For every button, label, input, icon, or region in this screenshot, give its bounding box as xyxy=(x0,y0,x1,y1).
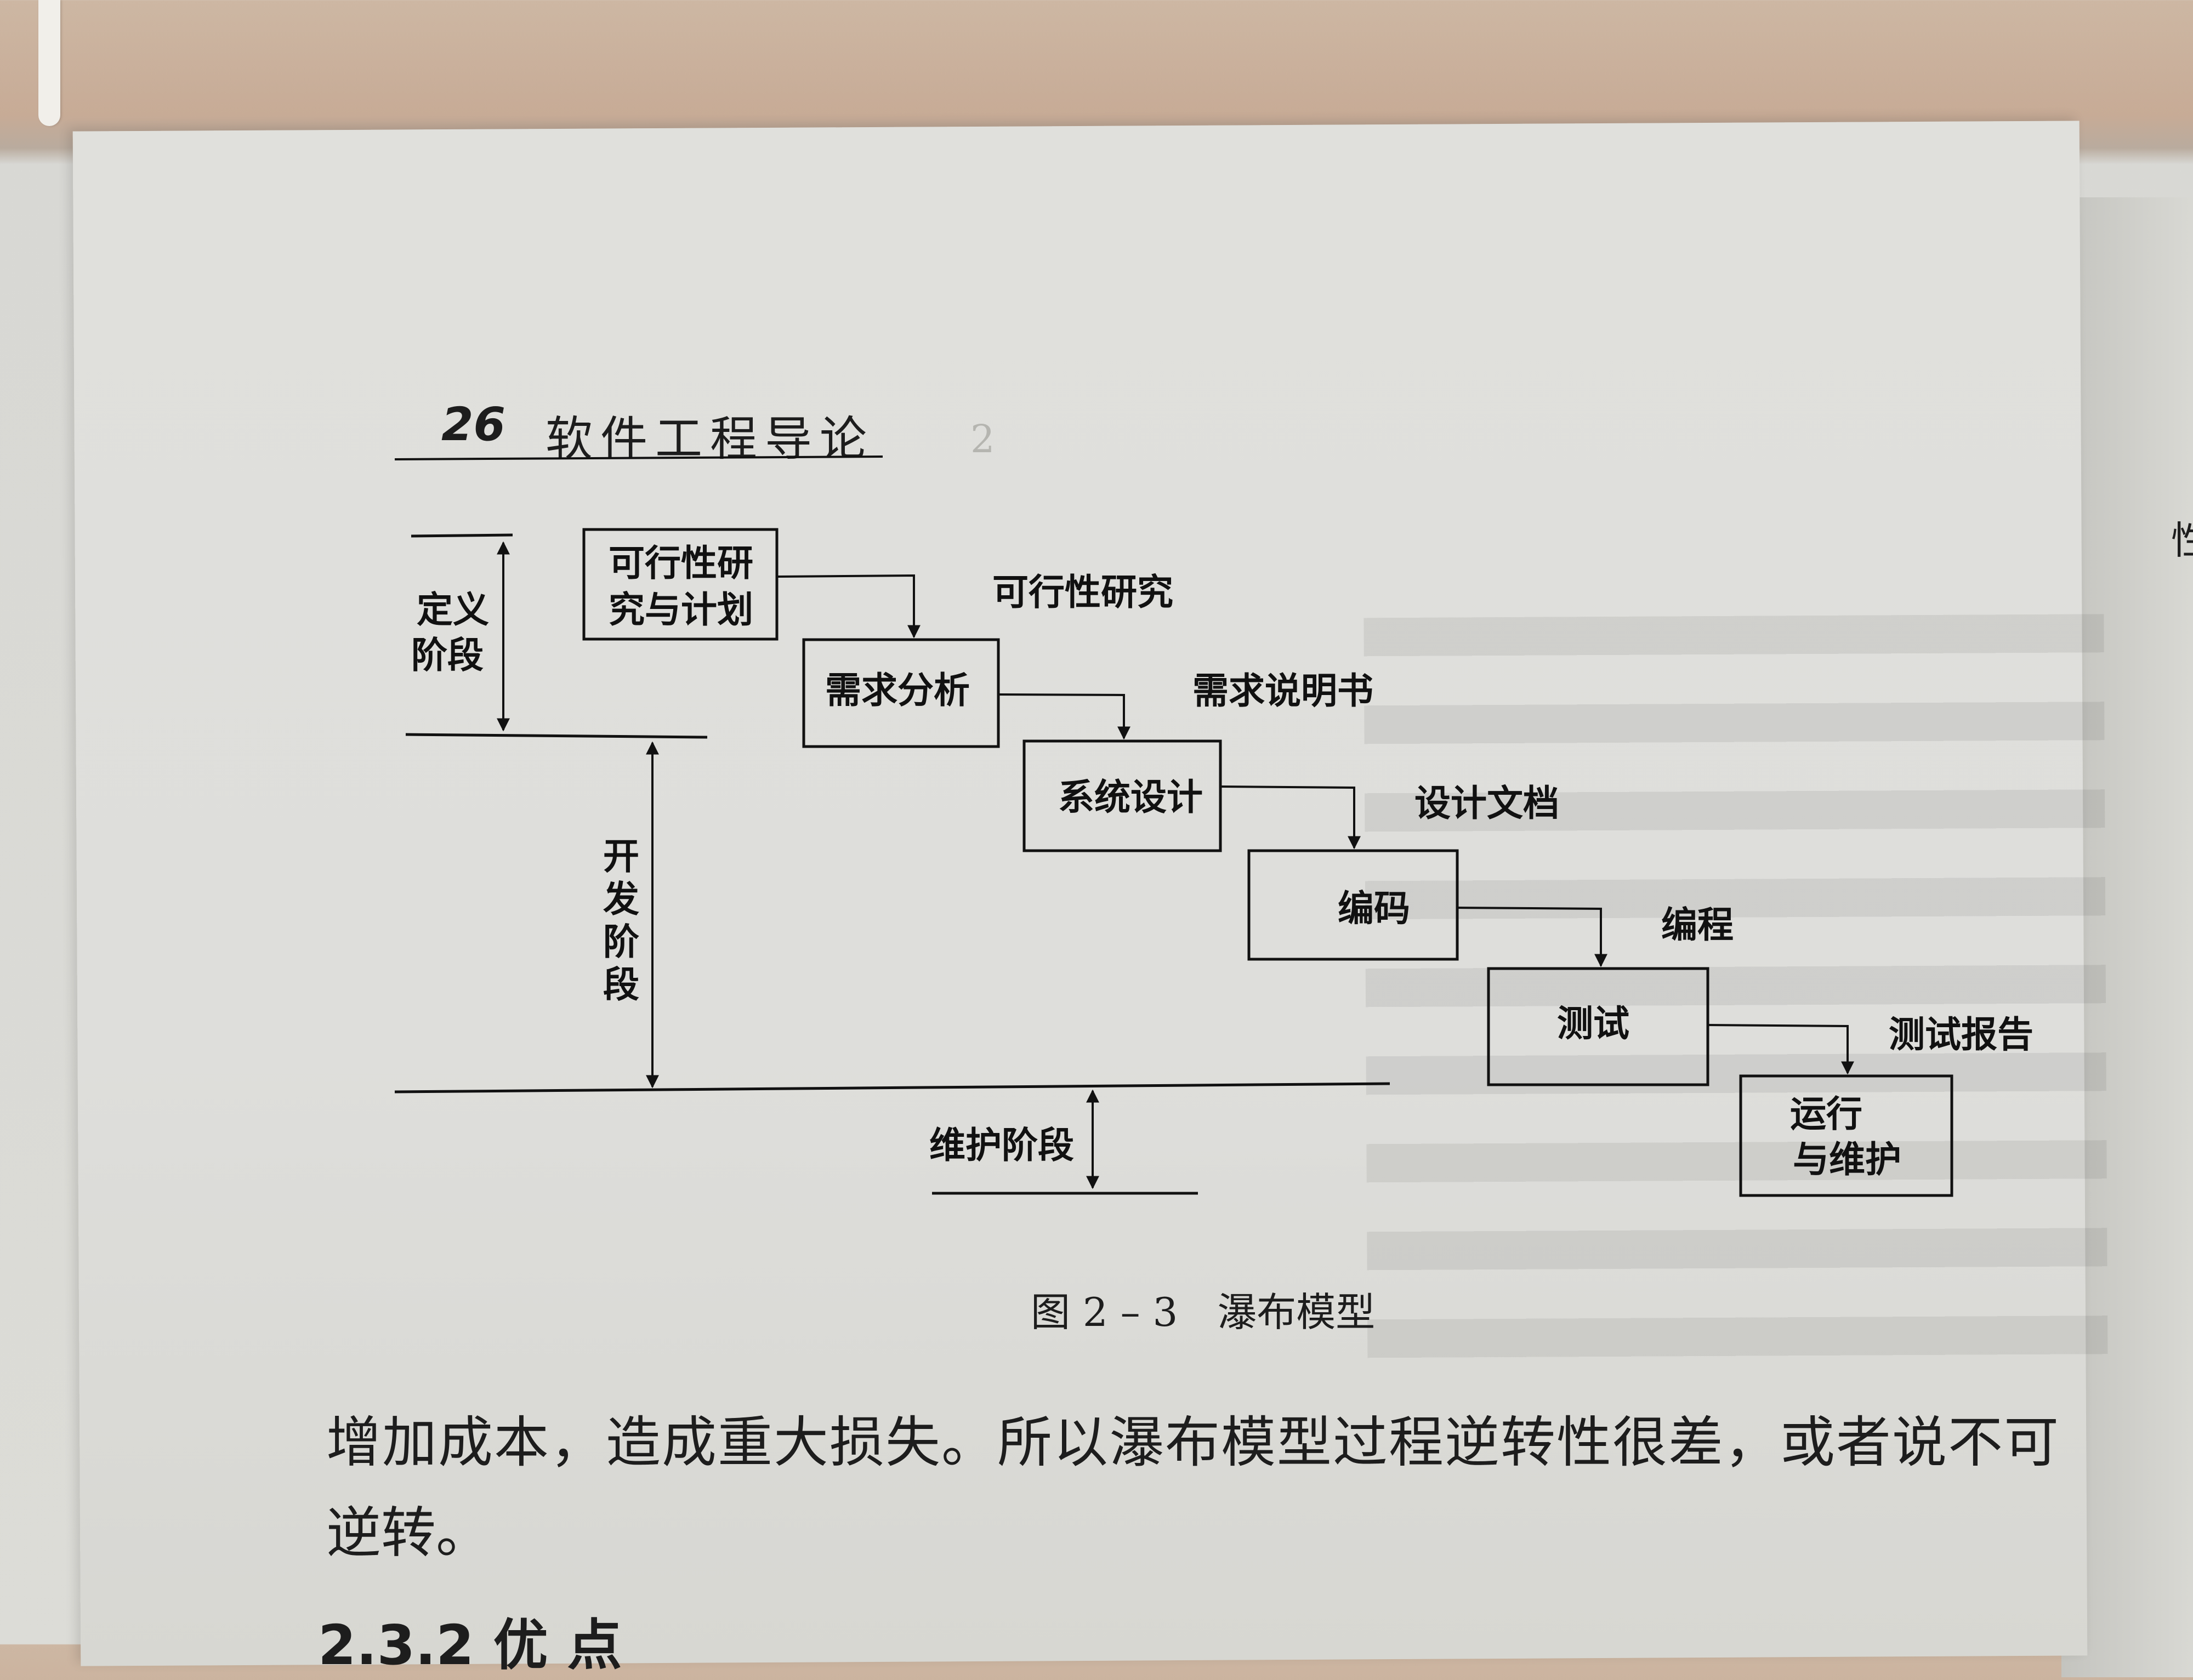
development-phase-char-1: 开 xyxy=(603,835,639,878)
phase-line-definition-end xyxy=(405,733,708,739)
body-line-2: 逆转。 xyxy=(326,1501,491,1565)
page-number: 26 xyxy=(441,397,505,451)
phase-line-development-end xyxy=(394,1082,1390,1094)
development-phase-char-4: 段 xyxy=(603,964,639,1006)
header-rule xyxy=(394,455,883,460)
cable xyxy=(38,0,60,126)
requirements-box xyxy=(802,638,1000,748)
output-testing: 测试报告 xyxy=(1889,1013,2033,1056)
section-heading: 2.3.2 优 点 xyxy=(318,1613,622,1677)
edge-character: 性 xyxy=(2171,518,2193,563)
testing-box-label: 测试 xyxy=(1557,1003,1629,1045)
feasibility-box-label-1: 可行性研 xyxy=(609,542,753,584)
coding-box-label: 编码 xyxy=(1338,887,1410,930)
operation-box-label-1: 运行 xyxy=(1790,1093,1862,1135)
body-line-1: 增加成本，造成重大损失。所以瀑布模型过程逆转性很差，或者说不可 xyxy=(326,1410,2060,1474)
flow-arrow-requirements xyxy=(998,693,1130,740)
operation-box xyxy=(1739,1074,1953,1197)
maintenance-phase-label: 维护阶段 xyxy=(929,1124,1074,1166)
phase-line-top xyxy=(411,533,513,538)
feasibility-box-label-2: 究与计划 xyxy=(609,589,753,631)
output-requirements: 需求说明书 xyxy=(1192,670,1373,712)
flow-arrow-testing xyxy=(1707,1024,1854,1075)
requirements-box-label: 需求分析 xyxy=(825,669,970,711)
waterfall-diagram: 可行性研 究与计划 需求分析 系统设计 编码 测试 运行 与维护 可行性研究 需… xyxy=(394,455,2033,1197)
definition-phase-label-2: 阶段 xyxy=(411,634,484,676)
ghost-page-number: 2 xyxy=(970,417,995,462)
operation-box-label-2: 与维护 xyxy=(1793,1138,1901,1181)
output-feasibility: 可行性研究 xyxy=(992,571,1173,613)
coding-box xyxy=(1247,849,1459,961)
testing-box xyxy=(1487,967,1709,1086)
development-phase-char-3: 阶 xyxy=(603,921,639,963)
definition-phase-label-1: 定义 xyxy=(417,589,489,631)
development-phase-char-2: 发 xyxy=(603,878,639,920)
output-design: 设计文档 xyxy=(1414,782,1559,824)
output-coding: 编程 xyxy=(1661,904,1734,946)
flow-arrow-coding xyxy=(1457,907,1607,967)
flow-arrow-design xyxy=(1220,785,1361,850)
figure-caption: 图 2 – 3 瀑布模型 xyxy=(1031,1289,1376,1335)
system-design-box xyxy=(1022,739,1222,852)
system-design-box-label: 系统设计 xyxy=(1058,776,1203,818)
flow-arrow-feasibility xyxy=(776,574,921,639)
feasibility-box xyxy=(582,528,779,641)
